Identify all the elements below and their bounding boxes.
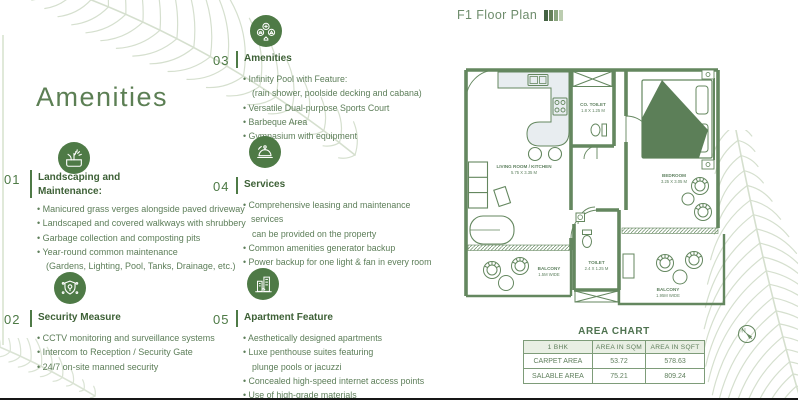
page-title: Amenities (36, 82, 169, 112)
amenities-icon (250, 15, 282, 47)
room-label: BALCONY (657, 287, 680, 292)
room-dim: 1.8 X 1.25 M (581, 108, 605, 113)
title-bars-decoration (544, 9, 564, 21)
co-toilet-fixtures (590, 123, 607, 137)
bullet-item: Power backup for one light & fan in ever… (243, 255, 445, 269)
section-accent-bar (235, 177, 238, 194)
bullet-item: Versatile Dual-purpose Sports Court (243, 101, 445, 115)
section-bullets: Comprehensive leasing and maintenance se… (243, 198, 445, 269)
section-heading: Security Measure (38, 312, 121, 323)
bedroom-furniture (641, 69, 715, 221)
security-icon (54, 272, 86, 304)
living-furniture (467, 161, 515, 245)
room-dim: 1.95M WIDE (656, 293, 680, 298)
bullet-item: Manicured grass verges alongside paved d… (37, 202, 255, 216)
sqft-value: 578.63 (645, 353, 705, 369)
room-label: BALCONY (538, 266, 561, 271)
column-header: AREA IN SQM (591, 340, 647, 354)
section-services: 04 Services Comprehensive leasing and ma… (213, 135, 445, 269)
closet (572, 71, 619, 303)
section-accent-bar (29, 170, 32, 198)
services-icon (249, 136, 281, 168)
apartment-icon (247, 268, 279, 300)
landscaping-icon (58, 142, 90, 174)
table-row: SALABLE AREA 75.21 809.24 (523, 368, 705, 384)
balcony-walls (466, 234, 726, 306)
section-number: 05 (213, 312, 230, 327)
room-label: LIVING ROOM / KITCHEN (496, 164, 552, 169)
floor-plan-title-text: F1 Floor Plan (457, 8, 538, 22)
room-label: BEDROOM (662, 173, 686, 178)
edge-stripe-decoration (2, 35, 4, 345)
floor-plan: CO. TOILET 1.8 X 1.25 M LIVING ROOM / KI… (464, 68, 726, 306)
room-dim: 5.75 X 3.35 M (511, 170, 538, 175)
compass-label: N (741, 329, 745, 335)
bullet-item: CCTV monitoring and surveillance systems (37, 331, 255, 345)
bullet-item: Concealed high-speed internet access poi… (243, 374, 445, 388)
section-number: 04 (213, 179, 230, 194)
window-sill (467, 244, 572, 251)
column-header: AREA IN SQFT (645, 340, 705, 354)
bullet-item: Landscaped and covered walkways with shr… (37, 216, 255, 230)
area-chart: AREA CHART 1 BHK AREA IN SQM AREA IN SQF… (523, 326, 705, 384)
bullet-item: Aesthetically designed apartments (243, 331, 445, 345)
kitchen-counter (497, 71, 570, 162)
room-label: TOILET (588, 260, 604, 265)
section-accent-bar (235, 51, 238, 68)
room-dim: 2.4 X 1.25 M (585, 266, 609, 271)
section-heading: Landscaping and Maintenance: (38, 172, 121, 197)
bullet-item: Infinity Pool with Feature: (243, 72, 445, 86)
bullet-continuation: (Gardens, Lighting, Pool, Tanks, Drainag… (46, 261, 236, 272)
room-dim: 1.5M WIDE (538, 272, 560, 277)
room-dim: 3.25 X 3.05 M (661, 179, 688, 184)
bullet-item: Barbeque Area (243, 115, 445, 129)
row-label: CARPET AREA (523, 353, 593, 369)
bullet-continuation: (rain shower, poolside decking and caban… (252, 88, 422, 99)
room-labels: CO. TOILET 1.8 X 1.25 M LIVING ROOM / KI… (496, 102, 687, 298)
toilet-fixtures (575, 212, 592, 248)
section-landscaping: 01 Landscaping and Maintenance: Manicure… (4, 142, 255, 273)
bullet-continuation: plunge pools or jacuzzi (252, 361, 342, 372)
section-accent-bar (29, 310, 32, 327)
bullet-item: 24/7 on-site manned security (37, 360, 255, 374)
section-heading: Apartment Feature (244, 312, 333, 323)
section-bullets: CCTV monitoring and surveillance systems… (37, 331, 255, 374)
compass-icon: N (738, 325, 756, 343)
table-row: CARPET AREA 53.72 578.63 (523, 353, 705, 369)
column-header: 1 BHK (523, 340, 593, 354)
section-number: 02 (4, 312, 21, 327)
area-chart-table: 1 BHK AREA IN SQM AREA IN SQFT CARPET AR… (523, 340, 705, 384)
section-number: 03 (213, 53, 230, 68)
section-bullets: Aesthetically designed apartments Luxe p… (243, 331, 445, 400)
sqm-value: 53.72 (591, 353, 647, 369)
bullet-continuation: can be provided on the property (252, 228, 377, 239)
balcony-furniture (483, 251, 703, 291)
section-apartment-feature: 05 Apartment Feature Aesthetically desig… (213, 265, 445, 400)
section-amenities: 03 Amenities Infinity Pool with Feature:… (213, 6, 445, 143)
walls (464, 68, 720, 296)
section-number: 01 (4, 172, 21, 187)
bottom-edge-bar (0, 398, 798, 400)
sqm-value: 75.21 (591, 368, 647, 384)
bullet-item: Luxe penthouse suites featuring (243, 345, 445, 359)
bullet-item: Intercom to Reception / Security Gate (37, 345, 255, 359)
window-sill (621, 227, 719, 234)
section-heading: Services (244, 179, 286, 190)
section-security: 02 Security Measure CCTV monitoring and … (4, 272, 255, 374)
bullet-item: Comprehensive leasing and maintenance se… (243, 198, 445, 227)
bullet-item: Use of high-grade materials (243, 388, 445, 400)
bullet-item: Gymnasium with equipment (243, 129, 445, 143)
sqft-value: 809.24 (645, 368, 705, 384)
section-heading: Amenities (244, 53, 292, 64)
area-chart-title: AREA CHART (578, 326, 650, 337)
row-label: SALABLE AREA (523, 368, 593, 384)
floor-plan-title: F1 Floor Plan (457, 8, 564, 22)
section-bullets: Manicured grass verges alongside paved d… (37, 202, 255, 273)
bullet-item: Year-round common maintenance (37, 245, 255, 259)
section-bullets: Infinity Pool with Feature: (rain shower… (243, 72, 445, 143)
bullet-item: Common amenities generator backup (243, 241, 445, 255)
section-accent-bar (235, 310, 238, 327)
room-label: CO. TOILET (580, 102, 606, 107)
bullet-item: Garbage collection and composting pits (37, 231, 255, 245)
